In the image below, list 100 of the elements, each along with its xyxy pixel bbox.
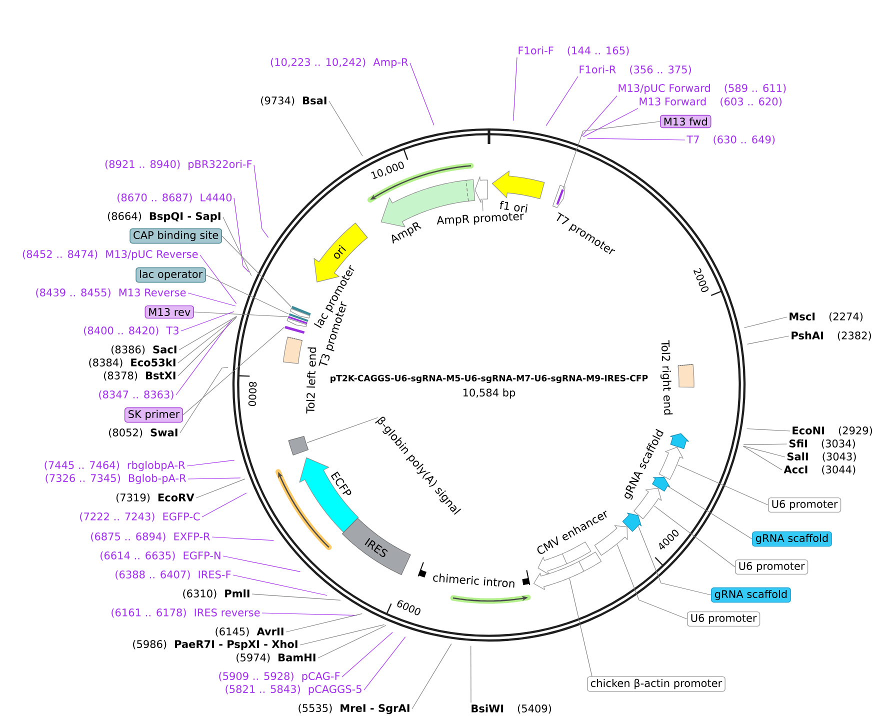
leader-line <box>178 316 237 350</box>
scaffold-block <box>622 512 642 532</box>
primer-label: M13 Forward (603 .. 620) <box>640 97 782 107</box>
primer-label: F1ori-F (144 .. 165) <box>518 46 629 56</box>
primer-label: (8439 .. 8455) M13 Reverse <box>36 288 186 298</box>
restriction-site-label: (8378) BstXI <box>104 371 176 381</box>
restriction-site-label: (8386) SacI <box>112 345 176 355</box>
feature-label-box: M13 rev <box>144 305 194 319</box>
leader-line <box>196 478 246 498</box>
restriction-site-label: (8384) Eco53kI <box>89 358 176 368</box>
leader-line <box>743 444 788 446</box>
primer-label: (8400 .. 8420) T3 <box>84 326 178 336</box>
feature-label: chimeric intron <box>433 574 514 588</box>
restriction-site-label: (6145) AvrII <box>216 627 284 637</box>
leader-line <box>746 428 790 432</box>
leader-line <box>194 312 288 317</box>
leader-line <box>212 536 274 541</box>
leader-line <box>412 644 452 710</box>
restriction-site-label: MscI (2274) <box>790 312 863 322</box>
feature-label: f1 ori <box>500 200 528 213</box>
leader-line <box>638 526 712 596</box>
leader-line <box>742 446 786 458</box>
primer-label: (7326 .. 7345) Bglob-pA-R <box>46 474 186 484</box>
restriction-site-label: SalI (3043) <box>787 452 856 462</box>
restriction-site-label: BsiWI (5409) <box>472 704 552 714</box>
feature-label: Tol2 left end <box>306 347 316 414</box>
leader-line <box>744 316 788 328</box>
feature-label-box: SK primer <box>124 407 183 423</box>
leader-line <box>318 625 386 658</box>
leader-line <box>513 57 518 121</box>
feature-label-box: gRNA scaffold <box>711 587 791 603</box>
leader-line <box>186 460 235 466</box>
primer-label: M13/pUC Forward (589 .. 611) <box>618 84 786 94</box>
tick-label: 8000 <box>248 382 257 406</box>
leader-line <box>188 478 241 480</box>
primer-label: (6875 .. 6894) EXFP-R <box>91 532 210 542</box>
leader-line <box>562 121 660 190</box>
leader-line <box>222 236 292 308</box>
restriction-site-label: SfiI (3034) <box>789 439 855 449</box>
feature-label-box: M13 fwd <box>660 114 712 128</box>
leader-line <box>654 506 736 568</box>
tick-label: 2000 <box>693 268 709 292</box>
leader-line <box>180 367 228 434</box>
plasmid-name: pT2K-CAGGS-U6-sgRNA-M5-U6-sgRNA-M7-U6-sgRNA-M9-IRES-CFP <box>330 374 648 384</box>
primer-label: T7 (630 .. 649) <box>686 135 775 145</box>
leader-line <box>200 254 237 304</box>
leader-line <box>176 320 232 396</box>
leader-line <box>546 76 578 126</box>
feature-label-box: U6 promoter <box>687 611 760 627</box>
leader-line <box>587 138 686 140</box>
primer-site-bar <box>288 316 308 324</box>
leader-line <box>747 336 790 344</box>
leader-line <box>364 636 406 690</box>
restriction-site-label: (7319) EcoRV <box>116 493 194 503</box>
leader-line <box>582 108 638 138</box>
leader-line <box>178 317 237 376</box>
leader-line <box>306 417 378 443</box>
leader-line <box>252 594 341 600</box>
primer-label: (5909 .. 5928) pCAG-F <box>219 672 340 682</box>
restriction-site-label: EcoNI (2929) <box>792 426 872 436</box>
restriction-site-label: (8664) BspQI - SapI <box>108 212 220 222</box>
leader-line <box>569 578 592 677</box>
binding-site-bar <box>288 313 308 322</box>
leader-line <box>668 486 752 540</box>
leader-line <box>178 316 237 364</box>
primer-label: (8347 .. 8363) <box>99 390 174 400</box>
leader-line <box>742 446 782 470</box>
scaffold-block <box>652 477 670 492</box>
primer-label: (6614 .. 6635) EGFP-N <box>100 551 220 561</box>
primer-label: (6388 .. 6407) IRES-F <box>116 570 231 580</box>
restriction-site-label: (9734) BsaI <box>261 96 326 106</box>
leader-line <box>234 198 250 272</box>
feature-label: Tol2 right end <box>660 340 673 415</box>
leader-line <box>222 216 252 276</box>
leader-line <box>182 326 285 416</box>
feature-label-box: chicken β-actin promoter <box>587 676 726 692</box>
restriction-site-label: (5535) MreI - SgrAI <box>298 704 410 714</box>
feature-box <box>288 436 309 456</box>
leader-line <box>616 544 688 620</box>
restriction-site-label: (8052) SwaI <box>109 428 178 438</box>
leader-line <box>300 624 385 646</box>
leader-line <box>342 632 393 678</box>
leader-line <box>232 574 328 596</box>
primer-label: (7445 .. 7464) rbglobpA-R <box>44 460 186 472</box>
feature-label-box: U6 promoter <box>735 559 808 575</box>
feature-label-box: lac operator <box>136 267 206 283</box>
feature-label-box: CAP binding site <box>130 228 222 244</box>
primer-label: (8921 .. 8940) pBR322ori-F <box>105 160 252 170</box>
leader-line <box>677 464 768 506</box>
feature-label: AmpR promoter <box>436 212 524 226</box>
leader-line <box>202 492 247 518</box>
primer-label: F1ori-R (356 .. 375) <box>580 65 691 75</box>
restriction-site-label: (5986) PaeR7I - PspXI - XhoI <box>133 640 298 650</box>
primer-label: (8670 .. 8687) L4440 <box>118 193 232 203</box>
feature-label-box: gRNA scaffold <box>752 531 832 547</box>
leader-line <box>410 62 434 126</box>
leader-line <box>222 556 301 572</box>
leader-line <box>328 100 363 156</box>
primer-label: (6161 .. 6178) IRES reverse <box>112 608 260 618</box>
plasmid-size: 10,584 bp <box>463 388 516 399</box>
